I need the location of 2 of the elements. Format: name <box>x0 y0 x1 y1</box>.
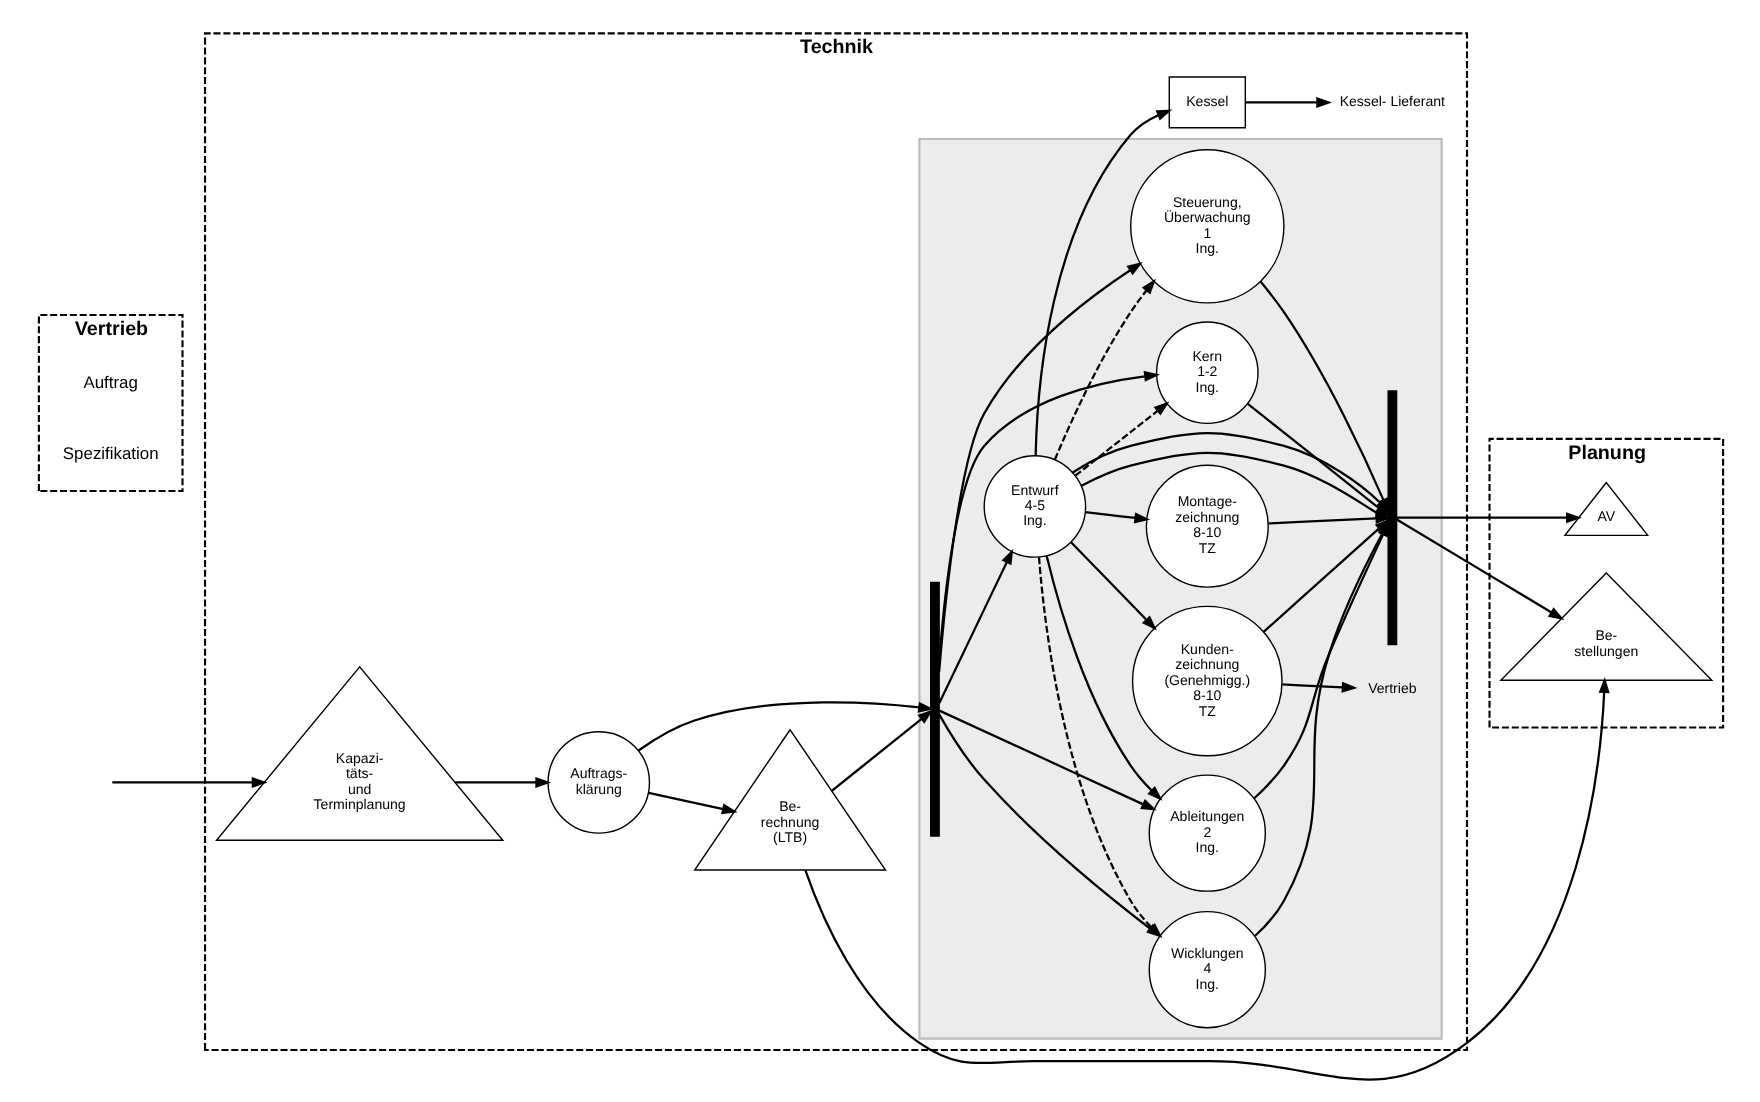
label: Auftrag <box>82 372 137 393</box>
label: Spezifikation <box>61 442 158 463</box>
